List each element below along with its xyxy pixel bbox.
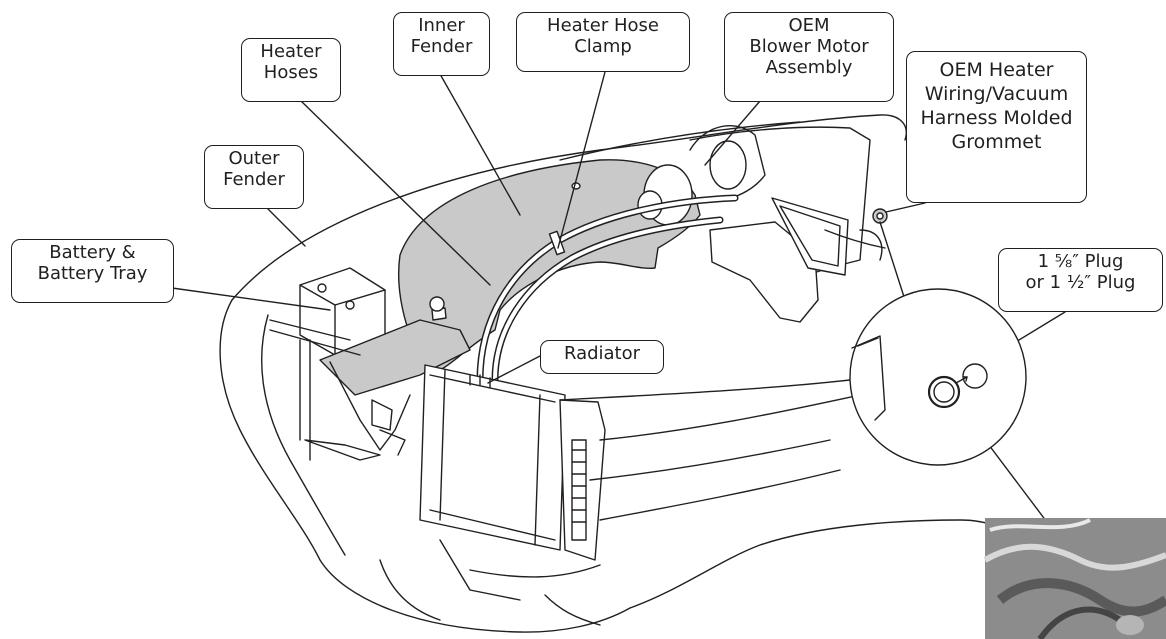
label-inner-fender: Inner Fender (393, 12, 490, 76)
label-outer-fender: Outer Fender (204, 145, 304, 209)
heater-hose-clamp-band (548, 230, 566, 256)
inner-fender-hole (571, 182, 581, 190)
label-oem-heater-harness: OEM Heater Wiring/Vacuum Harness Molded … (906, 51, 1087, 203)
heater-duct (709, 221, 819, 323)
cowl-line (559, 121, 801, 161)
label-plug: 1 ⅝″ Plug or 1 ½″ Plug (998, 248, 1163, 312)
leader-zoom (879, 221, 906, 301)
label-oem-blower-motor: OEM Blower Motor Assembly (724, 12, 894, 102)
inset-photo (983, 518, 1166, 639)
zoom-circle (849, 288, 1027, 466)
label-radiator: Radiator (540, 340, 664, 374)
label-heater-hoses: Heater Hoses (241, 38, 341, 102)
leader-oem-blower (704, 100, 761, 166)
radiator-core (419, 364, 566, 551)
leader-oem-harness (885, 202, 926, 213)
outer-fender-outline (231, 114, 907, 301)
heater-duct-flap (771, 197, 849, 276)
body-side-line (261, 314, 346, 556)
leader-battery (171, 287, 331, 311)
leader-heater-hoses (299, 99, 491, 286)
heater-duct-inner (779, 205, 841, 267)
label-heater-hose-clamp: Heater Hose Clamp (516, 12, 690, 72)
lower-fender-curve (629, 519, 1021, 609)
battery-tray (319, 319, 471, 396)
leader-radiator (487, 355, 541, 384)
leader-heater-hose-clamp (557, 71, 606, 249)
leader-outer-fender (267, 208, 306, 247)
blower-motor-inlet (709, 140, 747, 190)
fender-lower-outline (219, 299, 631, 633)
leader-inner-fender (439, 73, 521, 216)
label-battery: Battery & Battery Tray (11, 239, 174, 303)
plug-hole (962, 363, 988, 389)
